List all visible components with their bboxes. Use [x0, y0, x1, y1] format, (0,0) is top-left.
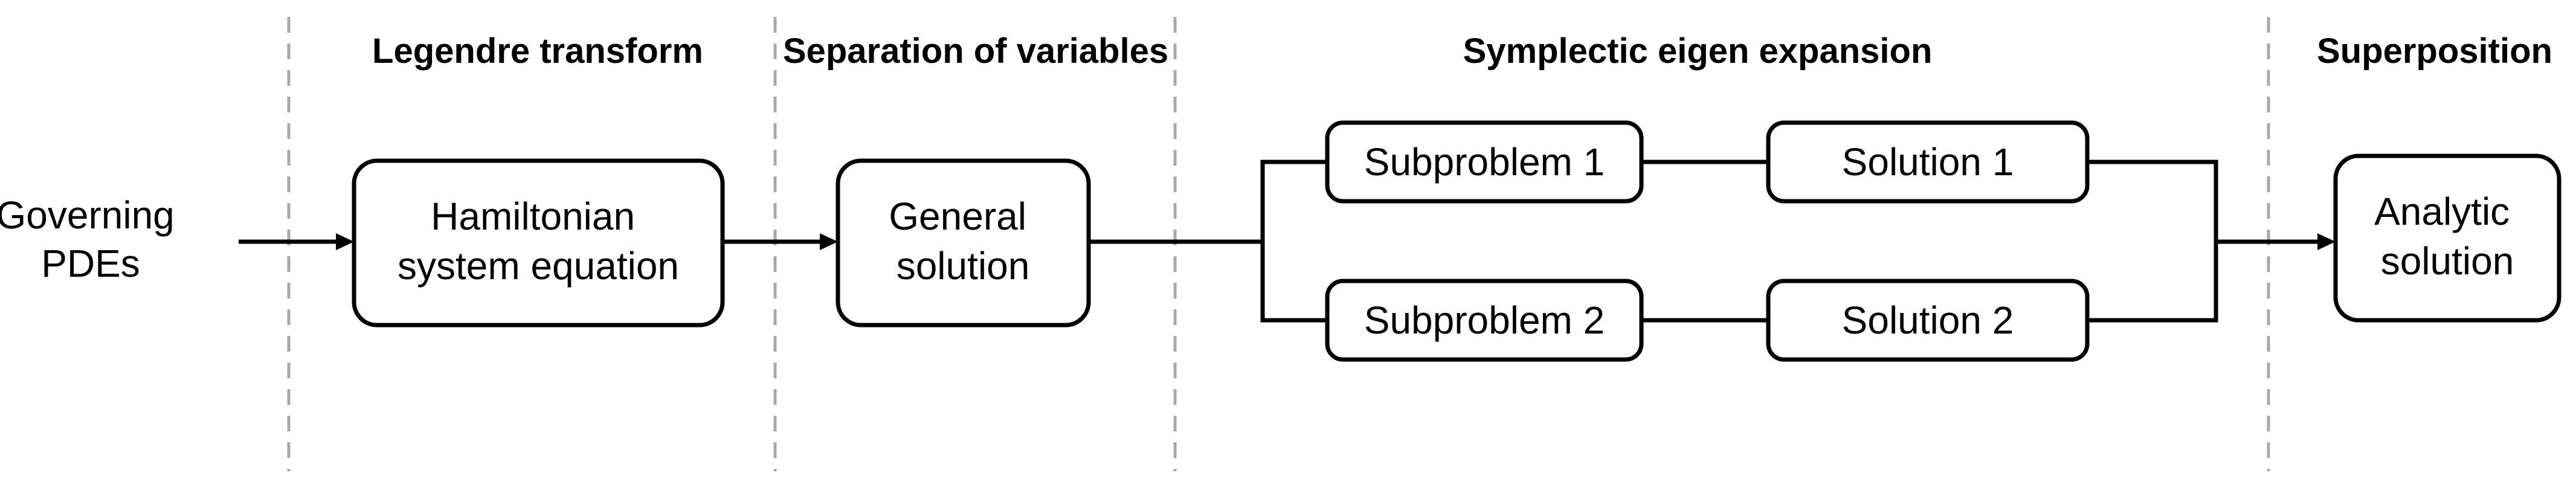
node-solution-2: Solution 2 [1766, 279, 2090, 362]
node-subproblem-1-box [1325, 120, 1644, 204]
node-general-label: General solution [889, 195, 1037, 288]
node-hamiltonian-box [352, 158, 725, 328]
node-subproblem-2-box [1325, 279, 1644, 362]
node-hamiltonian-system-equation: Hamiltonian system equation [352, 158, 725, 328]
stage-title-superposition: Superposition [2317, 31, 2552, 71]
node-solution-1-label: Solution 1 [1842, 140, 2014, 184]
node-analytic-box [2333, 153, 2562, 323]
connectors [239, 160, 2336, 323]
node-analytic-label: Analytic solution [2374, 190, 2520, 283]
edge-split-branches [1260, 160, 1327, 323]
stage-title-symplectic-eigen-expansion: Symplectic eigen expansion [1463, 31, 1933, 71]
node-solution-2-label: Solution 2 [1842, 298, 2014, 342]
arrowhead-general [820, 233, 838, 250]
node-general-box [836, 158, 1091, 328]
node-governing-pdes: Governing PDEs [0, 193, 185, 285]
node-analytic-solution: Analytic solution [2333, 153, 2562, 323]
node-solution-2-box [1766, 279, 2090, 362]
node-hamiltonian-label: Hamiltonian system equation [398, 195, 679, 288]
edge-merge-branches [2087, 160, 2218, 323]
node-subproblem-2: Subproblem 2 [1325, 279, 1644, 362]
node-solution-1-box [1766, 120, 2090, 204]
stage-title-legendre-transform: Legendre transform [372, 31, 703, 71]
node-subproblem-1-label: Subproblem 1 [1364, 140, 1605, 184]
node-subproblem-2-label: Subproblem 2 [1364, 298, 1605, 342]
arrowhead-analytic [2317, 233, 2336, 250]
node-general-solution: General solution [836, 158, 1091, 328]
node-subproblem-1: Subproblem 1 [1325, 120, 1644, 204]
node-solution-1: Solution 1 [1766, 120, 2090, 204]
stage-title-separation-of-variables: Separation of variables [783, 31, 1168, 71]
arrowhead-hamiltonian [336, 233, 354, 250]
